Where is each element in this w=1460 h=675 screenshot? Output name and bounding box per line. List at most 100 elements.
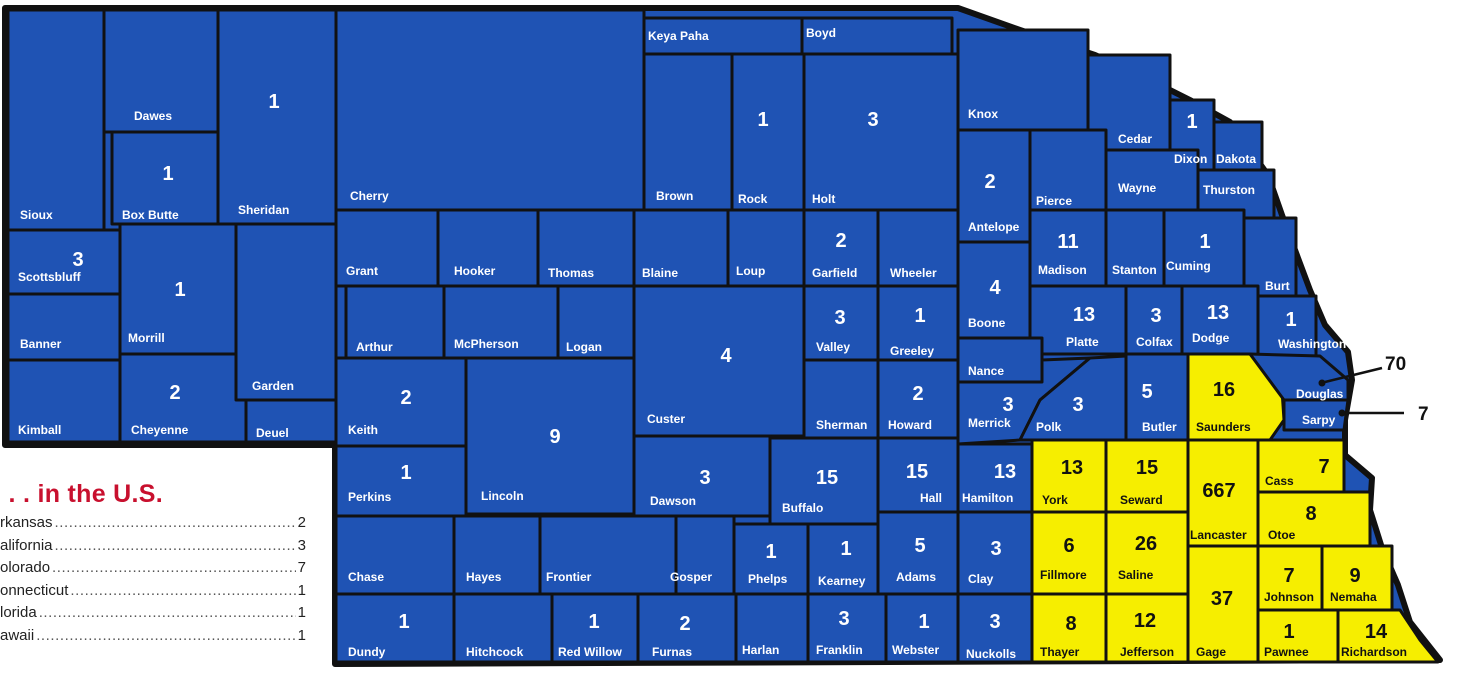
- county-washington: [1256, 294, 1318, 358]
- county-cherry: [334, 8, 646, 212]
- label-banner: Banner: [20, 337, 62, 351]
- county-harlan: [734, 592, 810, 664]
- county-nemaha: [1320, 544, 1394, 612]
- count-thayer: 8: [1065, 613, 1076, 635]
- count-hamilton: 13: [994, 461, 1016, 483]
- label-adams: Adams: [896, 570, 936, 584]
- count-dawson: 3: [699, 467, 710, 489]
- callout-dot-sarpy: [1338, 409, 1346, 417]
- count-lancaster: 667: [1202, 480, 1235, 502]
- label-cass: Cass: [1265, 474, 1294, 488]
- county-perkins: [334, 444, 468, 518]
- callout-line-douglas: [1324, 366, 1383, 384]
- label-hamilton: Hamilton: [962, 491, 1013, 505]
- label-polk: Polk: [1036, 420, 1062, 434]
- count-douglas: 70: [1385, 354, 1406, 375]
- label-stanton: Stanton: [1112, 263, 1157, 277]
- count-jefferson: 12: [1134, 610, 1156, 632]
- label-deuel: Deuel: [256, 426, 289, 440]
- count-colfax: 3: [1150, 305, 1161, 327]
- label-furnas: Furnas: [652, 645, 692, 659]
- count-pawnee: 1: [1283, 621, 1294, 643]
- label-lancaster: Lancaster: [1190, 528, 1247, 542]
- count-kearney: 1: [840, 538, 851, 560]
- count-clay: 3: [990, 538, 1001, 560]
- label-sioux: Sioux: [20, 208, 53, 222]
- label-perkins: Perkins: [348, 490, 392, 504]
- county-dundy: [334, 592, 456, 664]
- state-count: 1: [297, 626, 306, 644]
- count-perkins: 1: [400, 462, 411, 484]
- county-platte: [1028, 284, 1128, 356]
- count-nuckolls: 3: [989, 611, 1000, 633]
- count-howard: 2: [912, 383, 923, 405]
- county-sarpy: [1282, 398, 1350, 432]
- label-valley: Valley: [816, 340, 850, 354]
- label-webster: Webster: [892, 643, 939, 657]
- label-phelps: Phelps: [748, 572, 788, 586]
- state-count: 1: [297, 604, 306, 622]
- list-item: alifornia 3: [0, 537, 306, 560]
- label-holt: Holt: [812, 192, 835, 206]
- label-cherry: Cherry: [350, 189, 389, 203]
- label-cheyenne: Cheyenne: [131, 423, 189, 437]
- state-name: alifornia: [0, 536, 53, 554]
- label-keith: Keith: [348, 423, 378, 437]
- county-adams: [876, 510, 960, 596]
- label-washington: Washington: [1278, 337, 1346, 351]
- list-item: onnecticut1: [0, 582, 306, 605]
- label-wheeler: Wheeler: [890, 266, 937, 280]
- label-sheridan: Sheridan: [238, 203, 289, 217]
- county-box-butte: [110, 130, 220, 226]
- label-seward: Seward: [1120, 493, 1163, 507]
- count-dixon: 1: [1186, 111, 1197, 133]
- county-chase: [334, 514, 456, 596]
- label-antelope: Antelope: [968, 220, 1020, 234]
- label-dundy: Dundy: [348, 645, 386, 659]
- label-madison: Madison: [1038, 263, 1087, 277]
- label-greeley: Greeley: [890, 344, 934, 358]
- list-item: rkansas2: [0, 514, 306, 537]
- list-item: lorida1: [0, 604, 306, 627]
- county-banner: [6, 292, 122, 362]
- count-buffalo: 15: [816, 467, 838, 489]
- count-adams: 5: [914, 535, 925, 557]
- label-chase: Chase: [348, 570, 384, 584]
- count-madison: 11: [1057, 231, 1078, 253]
- label-saline: Saline: [1118, 568, 1154, 582]
- count-box-butte: 1: [162, 163, 173, 185]
- county-kimball: [6, 358, 122, 444]
- count-gage: 37: [1211, 588, 1233, 610]
- count-garfield: 2: [835, 230, 846, 252]
- label-douglas: Douglas: [1296, 387, 1344, 401]
- count-keith: 2: [400, 387, 411, 409]
- state-name: awaii: [0, 626, 35, 644]
- state-count: 3: [297, 536, 306, 554]
- county-deuel: [244, 398, 338, 444]
- count-valley: 3: [834, 307, 845, 329]
- label-dodge: Dodge: [1192, 331, 1230, 345]
- county-frontier: [538, 514, 678, 596]
- count-fillmore: 6: [1063, 535, 1074, 557]
- county-cass: [1256, 438, 1346, 494]
- label-johnson: Johnson: [1264, 590, 1314, 604]
- label-nance: Nance: [968, 364, 1004, 378]
- count-scottsbluff: 3: [72, 249, 83, 271]
- label-nuckolls: Nuckolls: [966, 647, 1016, 661]
- county-sheridan: [216, 8, 338, 226]
- label-richardson: Richardson: [1341, 645, 1407, 659]
- label-hitchcock: Hitchcock: [466, 645, 524, 659]
- count-hall: 15: [906, 461, 928, 483]
- count-saunders: 16: [1213, 379, 1235, 401]
- count-rock: 1: [757, 109, 768, 131]
- count-richardson: 14: [1365, 621, 1388, 643]
- label-kearney: Kearney: [818, 574, 866, 588]
- label-frontier: Frontier: [546, 570, 592, 584]
- county-furnas: [636, 592, 738, 664]
- count-custer: 4: [720, 345, 732, 367]
- count-butler: 5: [1141, 381, 1152, 403]
- label-morrill: Morrill: [128, 331, 165, 345]
- label-loup: Loup: [736, 264, 765, 278]
- label-wayne: Wayne: [1118, 181, 1157, 195]
- list-item: awaii 1: [0, 627, 306, 650]
